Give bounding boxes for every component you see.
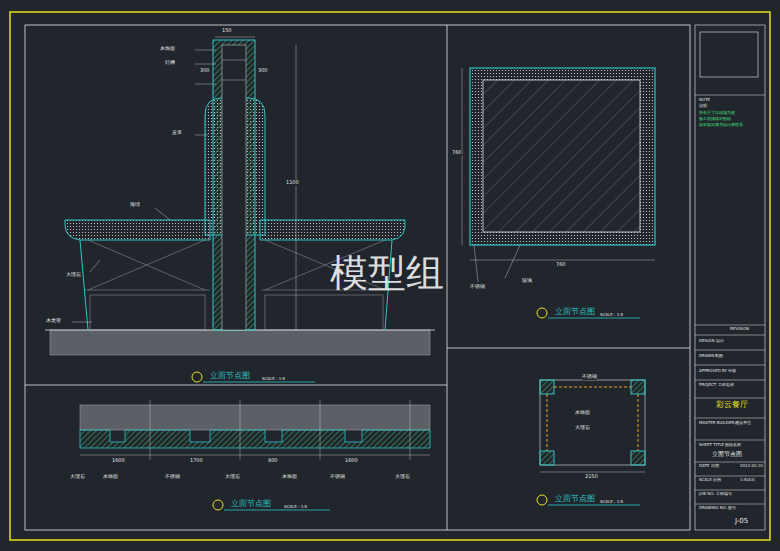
scale-note: SCALE : 1:5	[600, 313, 623, 317]
title-block-field: DRAWN 制图	[699, 354, 723, 358]
dimension: 760	[556, 262, 566, 268]
sheet-title: 立面节点图	[712, 451, 742, 458]
scale-note: SCALE : 1:5	[284, 505, 307, 509]
dimension: 150	[222, 28, 232, 34]
drawing-number: J-05	[735, 518, 748, 526]
title-block-field: SHEET TITLE 图纸名称	[699, 443, 741, 447]
note-heading: 说明	[699, 104, 707, 108]
dimension: 1600	[112, 458, 125, 464]
title-block-field: DRAWING NO. 图号	[699, 506, 736, 510]
title-block-field: DATE 日期	[699, 464, 719, 468]
callout: 大理石	[395, 474, 410, 480]
note-text: 如有疑问请与设计师联系	[699, 123, 743, 127]
scale-note: SCALE : 1:5	[262, 377, 285, 381]
detail-title: 立面节点图	[210, 372, 250, 381]
callout: 玻璃	[522, 278, 532, 284]
callout: 木饰面	[282, 474, 297, 480]
date: 2012.02.10	[740, 464, 763, 468]
title-block-field: PROJECT 工程名称	[699, 383, 734, 387]
detail-title: 立面节点图	[231, 500, 271, 509]
callout: 大理石	[70, 474, 85, 480]
callout: 木饰面	[160, 46, 175, 52]
note-text: 所有尺寸以现场为准	[699, 111, 735, 115]
dimension: 1700	[190, 458, 203, 464]
project-name: 彩云餐厅	[716, 401, 748, 410]
dimension: 2150	[585, 474, 598, 480]
callout: 木龙骨	[46, 318, 61, 324]
callout: 大理石	[225, 474, 240, 480]
note-text: 施工前须核对图纸	[699, 117, 731, 121]
detail-title: 立面节点图	[555, 308, 595, 317]
callout: 皮革	[172, 130, 182, 136]
callout: 不锈钢	[582, 374, 597, 380]
dimension: 760	[452, 150, 462, 156]
title-block-field: JOB NO. 工程编号	[699, 492, 732, 496]
callout: 不锈钢	[165, 474, 180, 480]
dimension: 900	[268, 458, 278, 464]
dimension: 1600	[345, 458, 358, 464]
title-block-field: MASTER BUILDER 建设单位	[699, 421, 752, 425]
callout: 不锈钢	[330, 474, 345, 480]
callout: 不锈钢	[470, 284, 485, 290]
title-block-field: APPROVED BY 审核	[699, 369, 736, 373]
dimension: 300	[200, 68, 210, 74]
title-block-field: SCALE 比例	[699, 478, 721, 482]
scale: 1:5(A3)	[740, 478, 755, 482]
callout: 灯槽	[165, 60, 175, 66]
note-heading: NOTE	[699, 98, 710, 102]
dimension: 300	[258, 68, 268, 74]
revision-label: REVISION	[730, 327, 749, 331]
scale-note: SCALE : 1:5	[600, 500, 623, 504]
watermark: 模型组	[330, 253, 444, 295]
detail-title: 立面节点图	[555, 495, 595, 504]
callout: 海绵	[130, 202, 140, 208]
callout: 木饰面	[103, 474, 118, 480]
dimension: 1100	[286, 180, 299, 186]
title-block-field: DESIGN 设计	[699, 339, 724, 343]
callout: 大理石	[575, 425, 590, 431]
callout: 大理石	[66, 272, 81, 278]
callout: 木饰面	[575, 410, 590, 416]
